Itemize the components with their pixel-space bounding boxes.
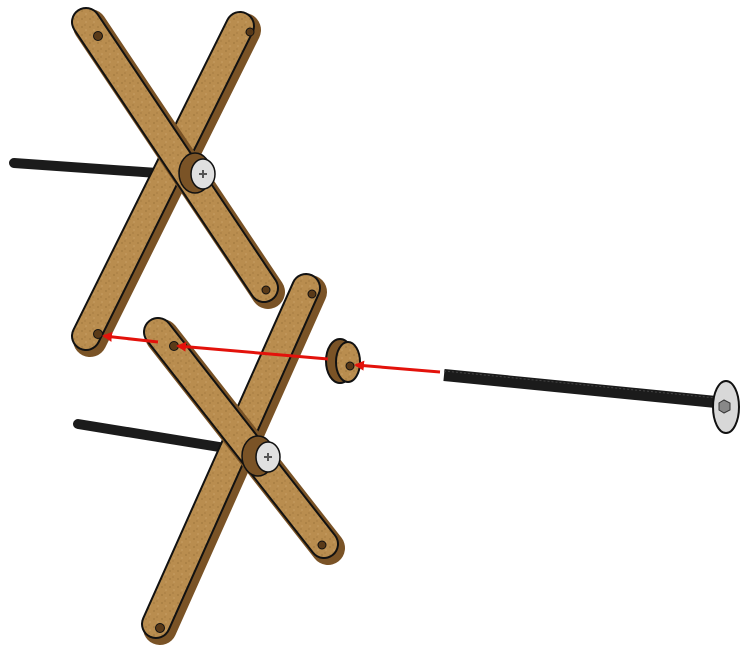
lower-arm-hole-right: [318, 541, 326, 549]
upper-arm-hole-left: [94, 32, 103, 41]
upper-arm-hole-right: [262, 286, 270, 294]
arrow-spacer-to-lower-arm: [178, 346, 328, 359]
upper-arm-hole-bottom: [94, 330, 103, 339]
upper-arm-hole-top: [246, 28, 254, 36]
lower-arm-hole-bottom: [156, 624, 165, 633]
lower-arm-hole-top: [308, 290, 316, 298]
hex-socket-icon: [719, 400, 730, 413]
lower-pivot-screw: [242, 436, 280, 476]
arrow-bolt-to-spacer: [356, 365, 440, 372]
spacer: [326, 339, 360, 383]
upper-pivot-screw: [179, 153, 215, 193]
long-bolt: [444, 371, 739, 433]
lower-arm-hole-left: [170, 342, 179, 351]
